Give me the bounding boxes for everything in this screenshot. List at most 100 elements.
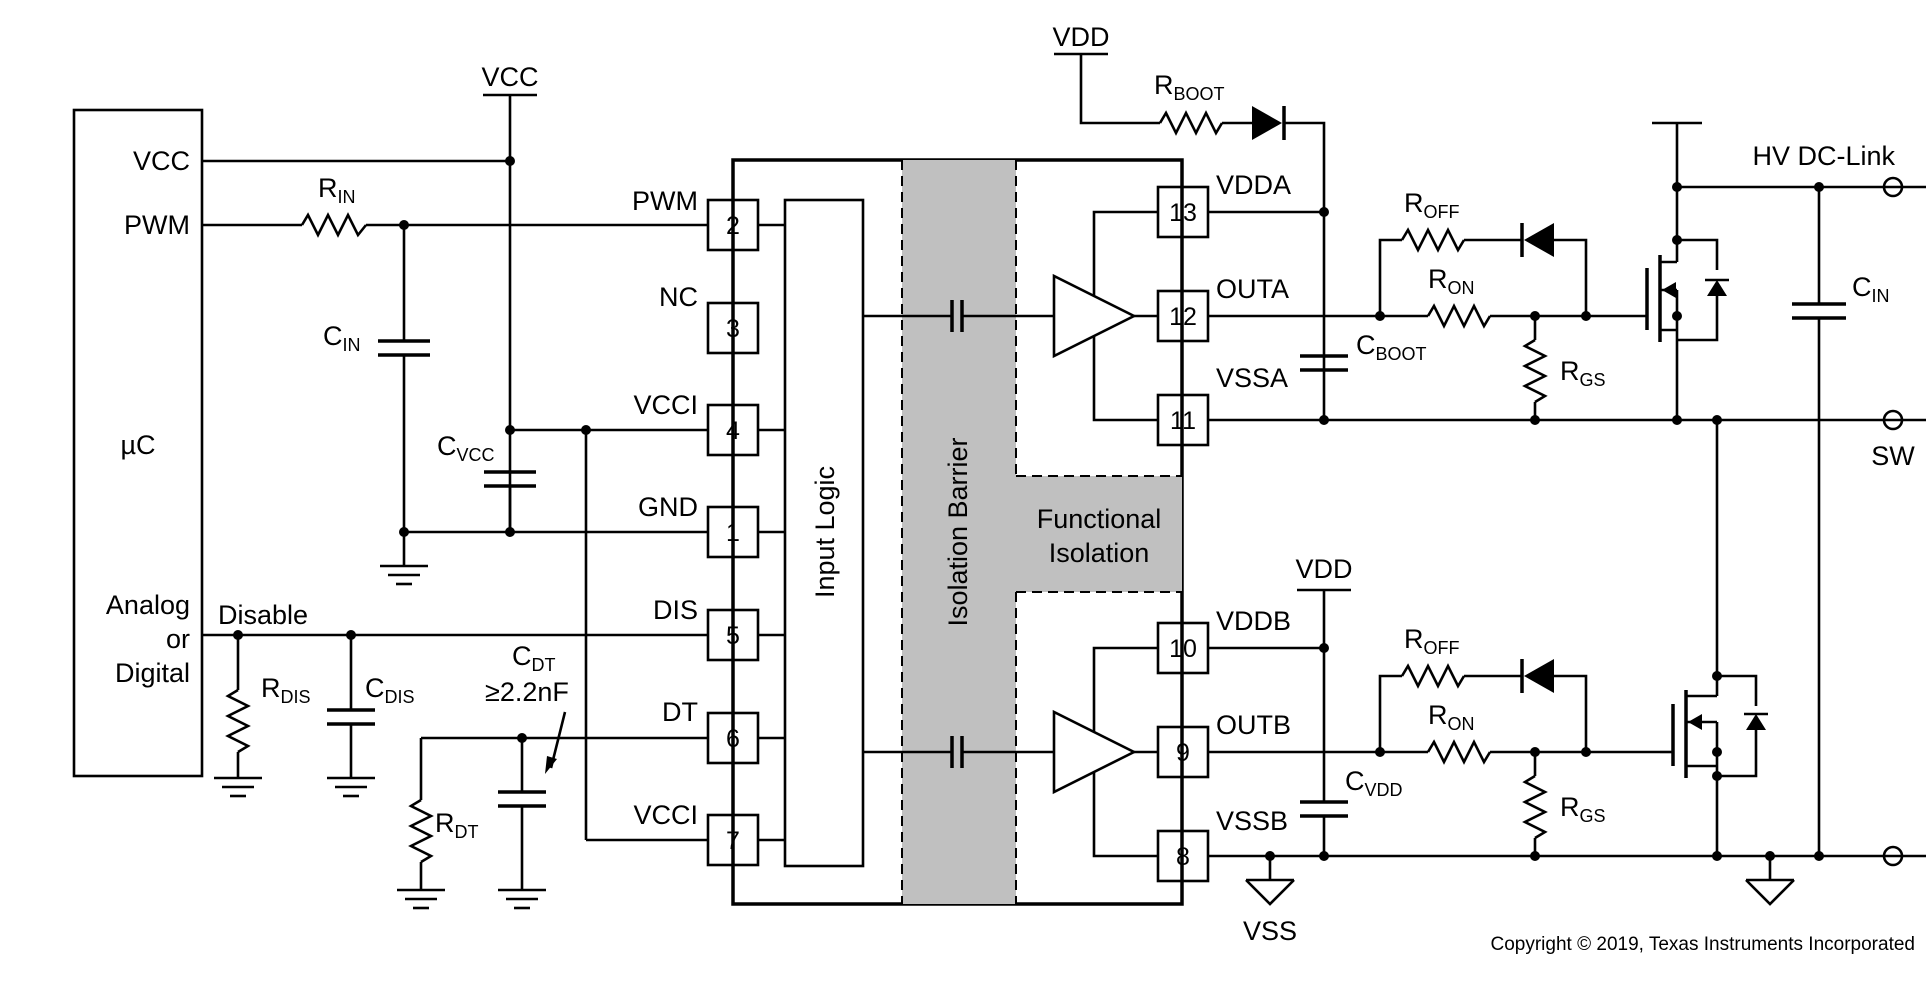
r-in-label: RIN (318, 173, 356, 207)
mcu-vcc-label: VCC (133, 146, 190, 176)
r-dt-label: RDT (435, 808, 479, 842)
c-in-right-label: CIN (1852, 272, 1890, 306)
c-dt-value: ≥2.2nF (485, 677, 569, 707)
r-gs-a-resistor (1522, 338, 1548, 404)
r-dt-resistor (408, 798, 434, 864)
vdd-top-label: VDD (1052, 22, 1109, 52)
svg-text:OUTA: OUTA (1216, 274, 1289, 304)
svg-text:PWM: PWM (632, 186, 698, 216)
microcontroller-box (72, 108, 204, 778)
sw-label: SW (1871, 441, 1915, 471)
r-dis-resistor (225, 688, 251, 754)
r-boot-resistor (1158, 110, 1224, 136)
svg-text:9: 9 (1176, 739, 1190, 767)
disable-label: Disable (218, 600, 308, 630)
svg-text:3: 3 (726, 315, 740, 343)
bootstrap-circuit: VDD RBOOT CBOOT (1052, 22, 1926, 425)
high-side-mosfet (1645, 121, 1926, 425)
svg-text:VCCI: VCCI (633, 390, 698, 420)
svg-text:4: 4 (726, 417, 740, 445)
svg-text:GND: GND (638, 492, 698, 522)
svg-text:5: 5 (726, 622, 740, 650)
low-side-mosfet (1660, 671, 1824, 906)
svg-text:2: 2 (726, 212, 740, 240)
isolation-barrier (902, 160, 1016, 904)
mcu-digital-label: Digital (115, 658, 190, 688)
c-dis-label: CDIS (365, 673, 415, 707)
c-vcc-label: CVCC (437, 431, 495, 465)
vcc-rail-label: VCC (481, 62, 538, 92)
svg-text:6: 6 (726, 725, 740, 753)
channel-b-path (863, 646, 1158, 858)
svg-text:8: 8 (1176, 843, 1190, 871)
c-vcc: CVCC (437, 431, 536, 532)
copyright: Copyright © 2019, Texas Instruments Inco… (1491, 934, 1916, 955)
r-gs-b-label: RGS (1560, 792, 1606, 826)
pwm-net: RIN CIN (202, 173, 708, 532)
r-on-a-label: RON (1428, 264, 1475, 298)
svg-text:VDDA: VDDA (1216, 170, 1291, 200)
gate-drive-b: RON ROFF RGS (1208, 624, 1660, 861)
r-on-b-label: RON (1428, 700, 1475, 734)
c-in-left-label: CIN (323, 321, 361, 355)
input-logic-label: Input Logic (810, 466, 840, 598)
mcu-name: µC (120, 430, 155, 460)
svg-text:VCCI: VCCI (633, 800, 698, 830)
svg-text:VSSB: VSSB (1216, 806, 1288, 836)
r-on-a-resistor (1426, 303, 1492, 329)
r-off-b-resistor (1400, 663, 1466, 689)
svg-text:OUTB: OUTB (1216, 710, 1291, 740)
left-pins: 2 PWM 3 NC 4 VCCI 1 GND 5 DIS 6 DT 7 VCC… (632, 186, 785, 867)
r-in-resistor (300, 212, 368, 238)
right-pins: 13 VDDA 12 OUTA 11 VSSA 10 VDDB 9 OUTB 8… (1156, 170, 1291, 883)
channel-a-path (863, 210, 1158, 422)
dc-link: HV DC-Link CIN SW (1712, 141, 1915, 856)
off-a-diode (1524, 223, 1554, 257)
r-dis-label: RDIS (261, 673, 311, 707)
r-off-a-resistor (1400, 227, 1466, 253)
c-boot-label: CBOOT (1356, 330, 1427, 364)
r-boot-label: RBOOT (1154, 70, 1225, 104)
r-gs-a-label: RGS (1560, 356, 1606, 390)
vcc-rail: VCC (202, 62, 539, 530)
svg-text:NC: NC (659, 282, 698, 312)
svg-text:13: 13 (1169, 199, 1197, 227)
svg-text:DT: DT (662, 697, 698, 727)
low-side-supply: VDD CVDD VSS (1208, 554, 1926, 946)
svg-text:10: 10 (1169, 635, 1197, 663)
svg-text:7: 7 (726, 827, 740, 855)
vss-label: VSS (1243, 916, 1297, 946)
vdd-mid-label: VDD (1295, 554, 1352, 584)
svg-text:VSSA: VSSA (1216, 363, 1288, 393)
mcu-or-label: or (166, 624, 190, 654)
svg-text:12: 12 (1169, 303, 1197, 331)
dc-minus-terminal (1882, 845, 1904, 867)
disable-net: Disable RDIS CDIS (202, 600, 708, 798)
dt-net: RDT CDT ≥2.2nF (397, 641, 708, 910)
functional-isolation (1016, 476, 1182, 592)
r-off-b-label: ROFF (1404, 624, 1460, 658)
r-off-a-label: ROFF (1404, 188, 1460, 222)
hv-dc-link-label: HV DC-Link (1752, 141, 1895, 171)
gnd-net (380, 527, 708, 586)
r-gs-b-resistor (1522, 774, 1548, 840)
hv-terminal (1882, 176, 1904, 198)
off-b-diode (1524, 659, 1554, 693)
vss-ground-symbol (1245, 879, 1295, 906)
svg-text:1: 1 (726, 519, 740, 547)
functional-isolation-line1: Functional (1037, 504, 1162, 534)
r-on-b-resistor (1426, 739, 1492, 765)
svg-text:VDDB: VDDB (1216, 606, 1291, 636)
svg-text:11: 11 (1170, 407, 1196, 435)
isolation-barrier-label: Isolation Barrier (943, 437, 973, 626)
mcu-analog-label: Analog (106, 590, 190, 620)
mcu-pwm-label: PWM (124, 210, 190, 240)
functional-isolation-line2: Isolation (1049, 538, 1150, 568)
gate-drive-a: RON ROFF RGS (1208, 188, 1647, 425)
sw-terminal (1882, 409, 1904, 431)
boot-diode (1252, 106, 1282, 140)
c-dt-label: CDT (512, 641, 556, 675)
svg-text:DIS: DIS (653, 595, 698, 625)
c-vdd-label: CVDD (1345, 766, 1403, 800)
